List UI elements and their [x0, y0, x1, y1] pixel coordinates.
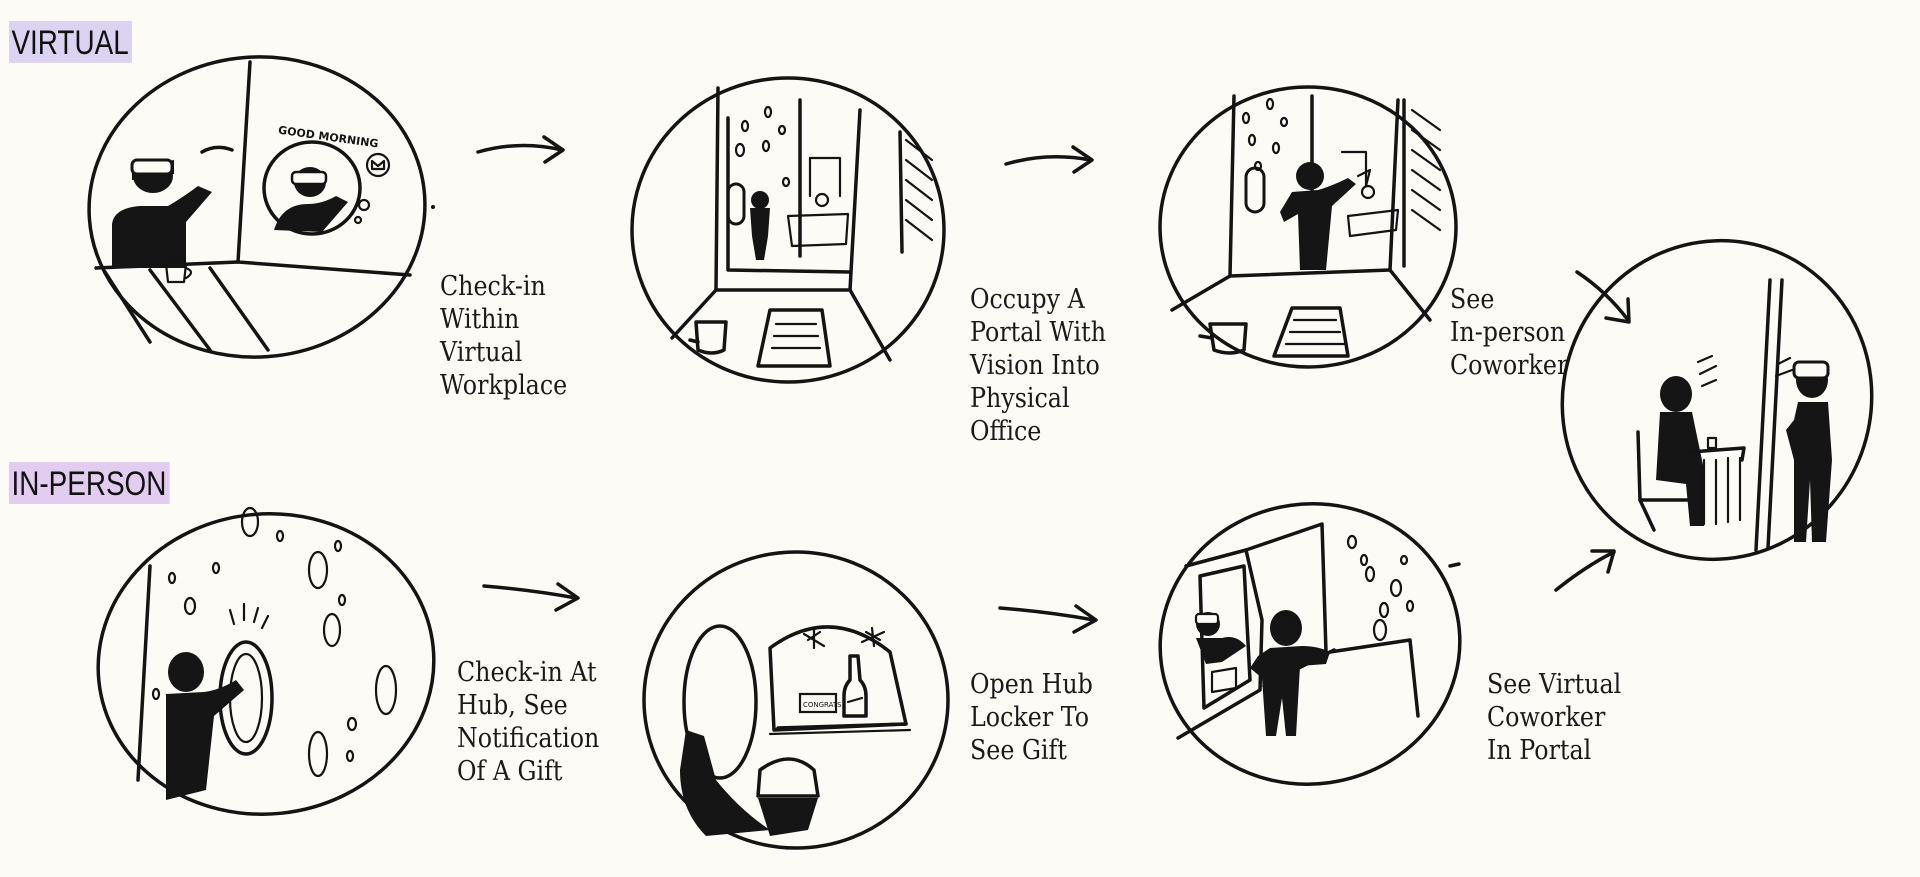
illustration-v2-portal-vision	[630, 76, 946, 384]
arrow-v2-v3	[1004, 145, 1094, 174]
caption-occupy-portal: Occupy A Portal With Vision Into Physica…	[970, 284, 1107, 447]
section-label-virtual: VIRTUAL	[9, 21, 132, 63]
arrow-p3-final	[1554, 549, 1616, 592]
section-label-in-person: IN-PERSON	[9, 462, 170, 504]
illustration-p2-open-locker: CONGRATS	[642, 550, 950, 850]
caption-open-hub-locker: Open Hub Locker To See Gift	[970, 669, 1093, 766]
caption-see-virtual-coworker: See Virtual Coworker In Portal	[1487, 669, 1622, 766]
illustration-v1-virtual-check-in: GOOD MORNING	[87, 55, 427, 359]
arrow-v1-v2	[476, 135, 565, 164]
caption-check-in-hub: Check-in At Hub, See Notification Of A G…	[457, 657, 600, 787]
illustration-final-meeting	[1560, 238, 1874, 562]
arrow-p1-p2	[482, 582, 580, 612]
caption-see-in-person-coworker: See In-person Coworker	[1450, 284, 1569, 381]
caption-check-in-virtual: Check-in Within Virtual Workplace	[440, 271, 568, 401]
illustration-p1-hub-check-in	[96, 506, 436, 816]
illustration-v3-see-coworker	[1158, 85, 1458, 369]
gift-note-text: CONGRATS	[803, 701, 842, 709]
arrow-p2-p3	[998, 604, 1098, 634]
illustration-p3-virtual-coworker	[1158, 502, 1462, 786]
